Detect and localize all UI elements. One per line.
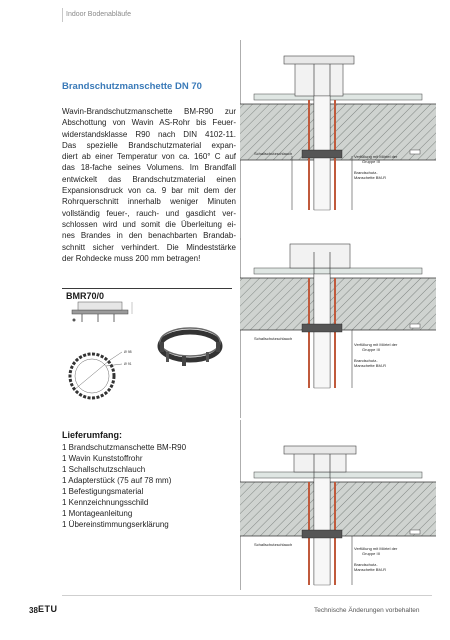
collar-photo bbox=[157, 327, 223, 366]
text-line: das 18-fache seines Volumens. Im Brandfa… bbox=[62, 163, 236, 173]
brand-logo: ETU bbox=[38, 604, 58, 614]
description-text: Wavin-Brandschutzmanschette BM-R90 zur A… bbox=[62, 106, 236, 264]
dimension-label-1: Ø 98 bbox=[124, 350, 132, 354]
text-line: widerstandsklasse R90 nach DIN 4102-11. bbox=[62, 129, 236, 139]
product-drawing: Ø 98 Ø 91 bbox=[68, 301, 223, 400]
label-fire-collar-model: Manschette BM-R bbox=[354, 567, 386, 572]
label-fire-collar: Brandschutz- bbox=[354, 562, 378, 567]
delivery-title: Lieferumfang: bbox=[62, 430, 123, 440]
page-number: 38 bbox=[29, 606, 38, 615]
text-line: schlossen wird und somit die Überleitung… bbox=[62, 219, 236, 229]
installation-diagram-2: Schallschutzschlauch Verfüllung mit Mört… bbox=[240, 238, 436, 418]
text-line: Das spezielle Brandschutzmaterial expan- bbox=[62, 140, 236, 150]
installation-diagram-3: Schallschutzschlauch Verfüllung mit Mört… bbox=[240, 420, 436, 590]
text-line: entwickelt das Brandschutzmaterial einen bbox=[62, 174, 236, 184]
text-line: der Rohdecke muss 200 mm betragen! bbox=[62, 253, 201, 263]
product-label: BMR70/0 bbox=[66, 291, 105, 301]
text-line: Rohrquerschnitt innerhalb weniger Minute… bbox=[62, 197, 236, 207]
header-rule bbox=[62, 8, 63, 22]
text-line: Abschottung von Wavin AS-Rohr bis Feuer- bbox=[62, 118, 236, 128]
text-line: Wavin-Brandschutzmanschette BM-R90 zur bbox=[62, 107, 236, 116]
label-fire-collar-model: Manschette BM-R bbox=[354, 363, 386, 368]
collar-side-view bbox=[71, 301, 133, 322]
label-mortar: Verfüllung mit Mörtel der bbox=[354, 154, 398, 159]
list-item: 1 Wavin Kunststoffrohr bbox=[62, 454, 143, 463]
list-item: 1 Kennzeichnungsschild bbox=[62, 498, 149, 507]
section-title: Indoor Bodenabläufe bbox=[66, 11, 131, 18]
list-item: 1 Schallschutzschlauch bbox=[62, 465, 146, 474]
text-line: schnitt sicher verhindert. Die Mindestst… bbox=[62, 242, 236, 252]
text-line: nes Brandes in den benachbarten Brandab- bbox=[62, 231, 236, 241]
footer-rule bbox=[62, 595, 432, 596]
delivery-list: 1 Brandschutzmanschette BM-R90 1 Wavin K… bbox=[62, 442, 186, 530]
dimension-label-2: Ø 91 bbox=[124, 362, 132, 366]
label-sound-hose: Schallschutzschlauch bbox=[254, 542, 292, 547]
label-mortar-group: Gruppe III bbox=[362, 551, 380, 556]
footer-note: Technische Änderungen vorbehalten bbox=[314, 607, 420, 614]
list-item: 1 Adapterstück (75 auf 78 mm) bbox=[62, 476, 172, 485]
label-mortar: Verfüllung mit Mörtel der bbox=[354, 342, 398, 347]
label-mortar-group: Gruppe III bbox=[362, 347, 380, 352]
list-item: 1 Befestigungsmaterial bbox=[62, 487, 144, 496]
list-item: 1 Brandschutzmanschette BM-R90 bbox=[62, 443, 187, 452]
label-sound-hose: Schallschutzschlauch bbox=[254, 336, 292, 341]
label-sound-hose: Schallschutzschlauch bbox=[254, 151, 292, 156]
label-fire-collar-model: Manschette BM-R bbox=[354, 175, 386, 180]
list-item: 1 Montageanleitung bbox=[62, 509, 133, 518]
label-fire-collar: Brandschutz- bbox=[354, 170, 378, 175]
section-heading: Brandschutzmanschette DN 70 bbox=[62, 81, 202, 92]
label-mortar: Verfüllung mit Mörtel der bbox=[354, 546, 398, 551]
installation-diagram-1: Schallschutzschlauch Verfüllung mit Mört… bbox=[240, 40, 436, 240]
text-line: Expansionsdruck von ca. 9 bar mit dem de… bbox=[62, 186, 236, 196]
product-box bbox=[62, 288, 232, 409]
label-fire-collar: Brandschutz- bbox=[354, 358, 378, 363]
label-mortar-group: Gruppe III bbox=[362, 159, 380, 164]
collar-top-view: Ø 98 Ø 91 bbox=[68, 350, 132, 400]
list-item: 1 Übereinstimmungserklärung bbox=[62, 520, 169, 529]
text-line: vollständig feuer-, rauch- und gasdicht … bbox=[62, 208, 236, 218]
text-line: diert ab einer Temperatur von ca. 160° C… bbox=[62, 152, 236, 162]
